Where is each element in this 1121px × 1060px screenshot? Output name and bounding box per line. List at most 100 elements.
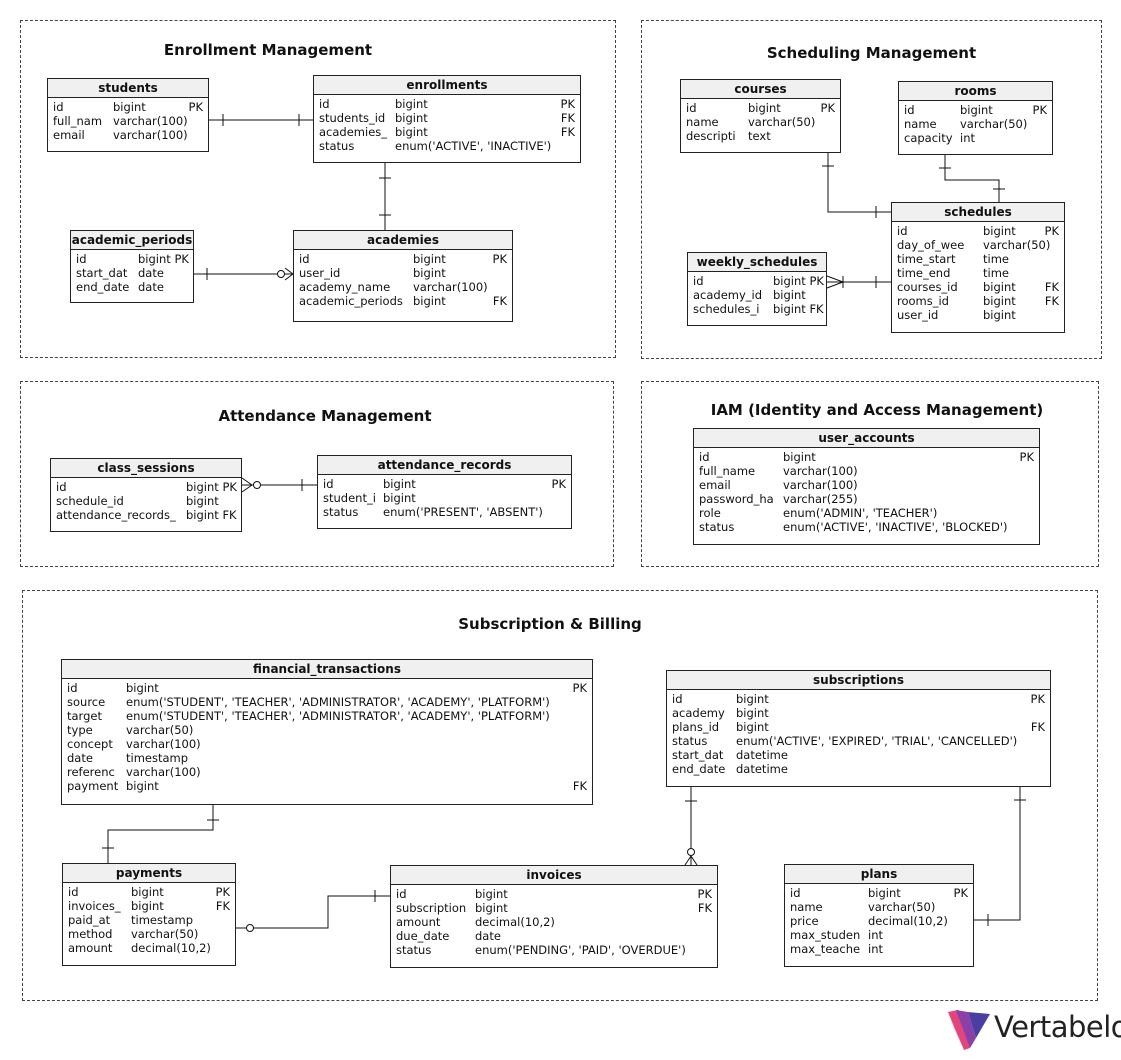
column-key: PK (551, 477, 566, 491)
column-name: type (67, 723, 93, 737)
table-title: invoices (391, 866, 717, 885)
column-key: FK (215, 899, 230, 913)
table-title: students (48, 79, 208, 98)
module-billing: Subscription & Billing (22, 590, 1098, 1001)
column-name: capacity (904, 131, 953, 145)
column-name: id (904, 103, 915, 117)
column-type: varchar(50) (868, 900, 936, 914)
column-key: FK (492, 294, 507, 308)
column-name: target (67, 709, 102, 723)
column-name: status (319, 139, 355, 153)
column-type: datetime (736, 762, 788, 776)
column-type: bigint (126, 779, 159, 793)
table-title: academies (294, 231, 512, 250)
column-name: students_id (319, 111, 386, 125)
column-name: email (699, 478, 731, 492)
column-type: bigint (983, 224, 1016, 238)
column-name: attendance_records_ (56, 508, 176, 522)
column-name: status (699, 520, 735, 534)
column-name: academy_id (693, 288, 763, 302)
column-name: id (897, 224, 908, 238)
column-type: bigint (868, 886, 901, 900)
column-name: id (396, 887, 407, 901)
column-type: bigint (395, 111, 428, 125)
column-type: varchar(100) (113, 128, 188, 142)
column-name: id (319, 97, 330, 111)
column-name: method (68, 927, 113, 941)
column-type: decimal(10,2) (868, 914, 948, 928)
column-name: academy_name (299, 280, 391, 294)
column-type: bigint (960, 103, 993, 117)
column-name: id (323, 477, 334, 491)
column-type: bigint (783, 450, 816, 464)
column-type: enum('ADMIN', 'TEACHER') (783, 506, 938, 520)
column-type: text (748, 129, 771, 143)
column-type: enum('ACTIVE', 'INACTIVE', 'BLOCKED') (783, 520, 1008, 534)
column-key: PK (820, 101, 835, 115)
table-title: subscriptions (667, 671, 1050, 690)
column-key: PK (1019, 450, 1034, 464)
column-name: id (76, 252, 87, 266)
column-name: id (299, 252, 310, 266)
column-name: invoices_ (68, 899, 121, 913)
column-type: bigint (475, 901, 508, 915)
table-title: courses (681, 80, 840, 99)
column-name: end_date (76, 280, 130, 294)
column-type: bigint (413, 252, 446, 266)
column-type: varchar(100) (783, 464, 858, 478)
column-name: schedules_i (693, 302, 760, 316)
column-key: PK (953, 886, 968, 900)
column-type: varchar(100) (113, 114, 188, 128)
column-type: varchar(50) (983, 238, 1051, 252)
column-type: bigint (983, 280, 1016, 294)
column-type: bigint (383, 491, 416, 505)
column-type: bigint (748, 101, 781, 115)
column-type: bigint (413, 294, 446, 308)
column-type: varchar(100) (126, 765, 201, 779)
column-key: PK (697, 887, 712, 901)
column-type: timestamp (131, 913, 194, 927)
column-key: PK (215, 885, 230, 899)
